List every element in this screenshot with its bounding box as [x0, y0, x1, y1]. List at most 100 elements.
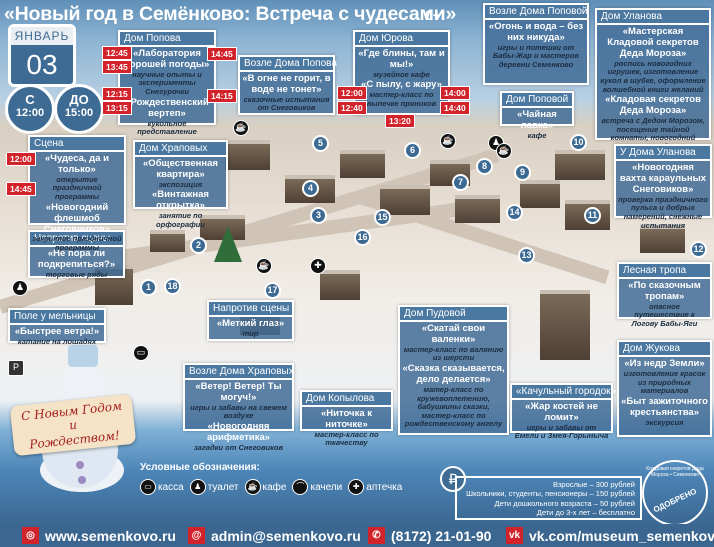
website-link[interactable]: ◎www.semenkovo.ru [22, 527, 176, 544]
time-badge: 13:45 [102, 60, 132, 74]
event-title: «По сказочным тропам» [628, 280, 701, 302]
map-marker-2[interactable]: 2 [190, 237, 207, 254]
coffee-cup-icon: ☕ [233, 120, 249, 136]
coffee-cup-icon: ☕ [244, 479, 261, 495]
coffee-cup-icon: ☕ [440, 133, 456, 149]
at-icon: @ [188, 527, 205, 544]
map-marker-16[interactable]: 16 [354, 229, 371, 246]
house [555, 150, 605, 180]
price-row: Дети до 3-х лет – бесплатно [536, 508, 635, 518]
map-marker-5[interactable]: 5 [312, 135, 329, 152]
map-marker-18[interactable]: 18 [164, 278, 181, 295]
event-description: роспись новогодних игрушек, изготовление… [600, 58, 706, 94]
event-description: изготовление красок из природных материа… [623, 368, 706, 396]
event-description: мастер-класс по выпечке пряников [366, 90, 437, 109]
toilet-icon: ♟ [12, 280, 28, 296]
event-description: игры и забавы от Емели и Змея-Горыныча [514, 422, 609, 441]
box-body: «В огне не горит, в воде не тонет»сказоч… [240, 72, 333, 116]
box-header: Поле у мельницы [10, 310, 104, 325]
end-clock: ДО 15:00 [54, 84, 104, 134]
map-marker-4[interactable]: 4 [302, 180, 319, 197]
christmas-tree-icon [214, 226, 242, 262]
map-marker-1[interactable]: 1 [140, 279, 157, 296]
event-title: «Ниточка к ниточке» [320, 408, 373, 430]
event-description: опасное путешествие к Логову Бабы-Яги [631, 301, 698, 329]
box-header: Дом Копылова [302, 392, 391, 407]
box-body: «По сказочным тропам»опасное путешествие… [619, 279, 710, 332]
house [455, 195, 500, 223]
box-header: Напротив сцены [209, 302, 292, 317]
calendar-month: ЯНВАРЬ [11, 27, 73, 45]
coffee-cup-icon: ☕ [496, 143, 512, 159]
box-body: «Жар костей не ломит»игры и забавы от Ем… [512, 400, 611, 444]
event-title: «Рождественский вертеп» [125, 96, 209, 119]
box-header: Возле Дома Попова [240, 57, 337, 72]
price-row: Взрослые – 300 рублей [552, 480, 635, 489]
box-header: Дом Уланова [597, 10, 709, 25]
info-box-lesnaya-tropa: Лесная тропа«По сказочным тропам»опасное… [617, 262, 712, 328]
map-marker-13[interactable]: 13 [518, 247, 535, 264]
map-marker-8[interactable]: 8 [476, 158, 493, 175]
legend-title: Условные обозначения: [140, 462, 260, 473]
event-description: проверка праздничного пульса и добрых на… [618, 194, 708, 230]
map-marker-7[interactable]: 7 [452, 174, 469, 191]
map-marker-3[interactable]: 3 [310, 207, 327, 224]
legend-item: ⌒качели [292, 479, 342, 495]
map-marker-6[interactable]: 6 [404, 142, 421, 159]
info-box-dom-pudovoy: Дом Пудовой«Скатай свои валенки»мастер-к… [398, 305, 509, 435]
event-title: «Лаборатория хорошей погоды» [124, 48, 210, 70]
event-title: «Из недр Земли» [624, 358, 705, 369]
map-marker-9[interactable]: 9 [514, 164, 531, 181]
event-description: игры и забавы на свежем воздухе [190, 402, 287, 421]
calendar: ЯНВАРЬ 03 [8, 24, 76, 87]
event-title: «Чудеса, да и только» [45, 153, 109, 175]
house [150, 230, 185, 252]
event-description: экспозиция [158, 179, 203, 189]
event-description: кукольное представление [137, 118, 197, 137]
legend-item: ☕кафе [244, 479, 286, 495]
phone-text: (8172) 21-01-90 [391, 527, 492, 544]
swing-icon: ⌒ [292, 479, 309, 495]
map-marker-10[interactable]: 10 [570, 134, 587, 151]
box-header: Дом Жукова [619, 342, 710, 357]
event-title: «Быт зажиточного крестьянства» [621, 395, 708, 418]
info-box-dom-zhukova: Дом Жукова«Из недр Земли»изготовление кр… [617, 340, 712, 437]
email-text: admin@semenkovo.ru [211, 527, 361, 544]
legend-item: ♟туалет [189, 479, 239, 495]
map-marker-17[interactable]: 17 [264, 282, 281, 299]
event-title: «Меткий глаз» [216, 318, 285, 329]
info-box-pole-u-melnitsy: Поле у мельницы«Быстрее ветра!»катание н… [8, 308, 106, 346]
price-list: Взрослые – 300 рублей Школьники, студент… [455, 476, 642, 520]
map-marker-14[interactable]: 14 [506, 204, 523, 221]
event-title: «Быстрее ветра!» [14, 326, 100, 337]
event-description: катание на лошадях [17, 336, 97, 346]
info-box-vozle-doma-popovoy: Возле Дома Поповой«Огонь и вода – без ни… [483, 3, 589, 85]
map-marker-11[interactable]: 11 [584, 207, 601, 224]
email-link[interactable]: @ admin@semenkovo.ru [188, 527, 361, 544]
legend-item: ✚аптечка [348, 479, 402, 495]
legend-label: аптечка [366, 481, 403, 493]
box-body: «Общественная квартира»экспозиция«Винтаж… [135, 157, 226, 233]
box-header: Напротив сцены [30, 232, 123, 247]
box-body: «Где блины, там и мы!»музейное кафе«С пы… [355, 47, 448, 112]
house [340, 150, 385, 178]
phone-link[interactable]: ✆(8172) 21-01-90 [368, 527, 491, 544]
box-body: «Из недр Земли»изготовление красок из пр… [619, 357, 710, 430]
event-title: «Общественная квартира» [143, 158, 218, 180]
map-marker-15[interactable]: 15 [374, 209, 391, 226]
event-title: «Огонь и вода – без них никуда» [488, 21, 584, 43]
event-title: «Чайная лавка» [517, 109, 557, 131]
time-badge: 12:40 [337, 101, 367, 115]
time-badge: 12:15 [102, 87, 132, 101]
cash-register-icon: ▭ [133, 345, 149, 361]
box-body: «Ветер! Ветер! Ты могуч!»игры и забавы н… [185, 380, 292, 456]
box-body: «Новогодняя вахта караульных Снеговиков»… [616, 161, 710, 233]
info-box-vozle-doma-popova: Возле Дома Попова«В огне не горит, в вод… [238, 55, 337, 116]
price-row: Дети дошкольного возраста – 50 рублей [494, 498, 636, 508]
event-description: игры и потешки от Бабы-Жар и мастеров де… [493, 42, 579, 70]
map-marker-12[interactable]: 12 [690, 241, 707, 258]
legend-item: ▭касса [140, 479, 184, 495]
page-title: «Новый год в Семёнково: Встреча с чудеса… [4, 3, 457, 25]
box-body: «Скатай свои валенки»мастер-класс по вал… [400, 322, 507, 432]
